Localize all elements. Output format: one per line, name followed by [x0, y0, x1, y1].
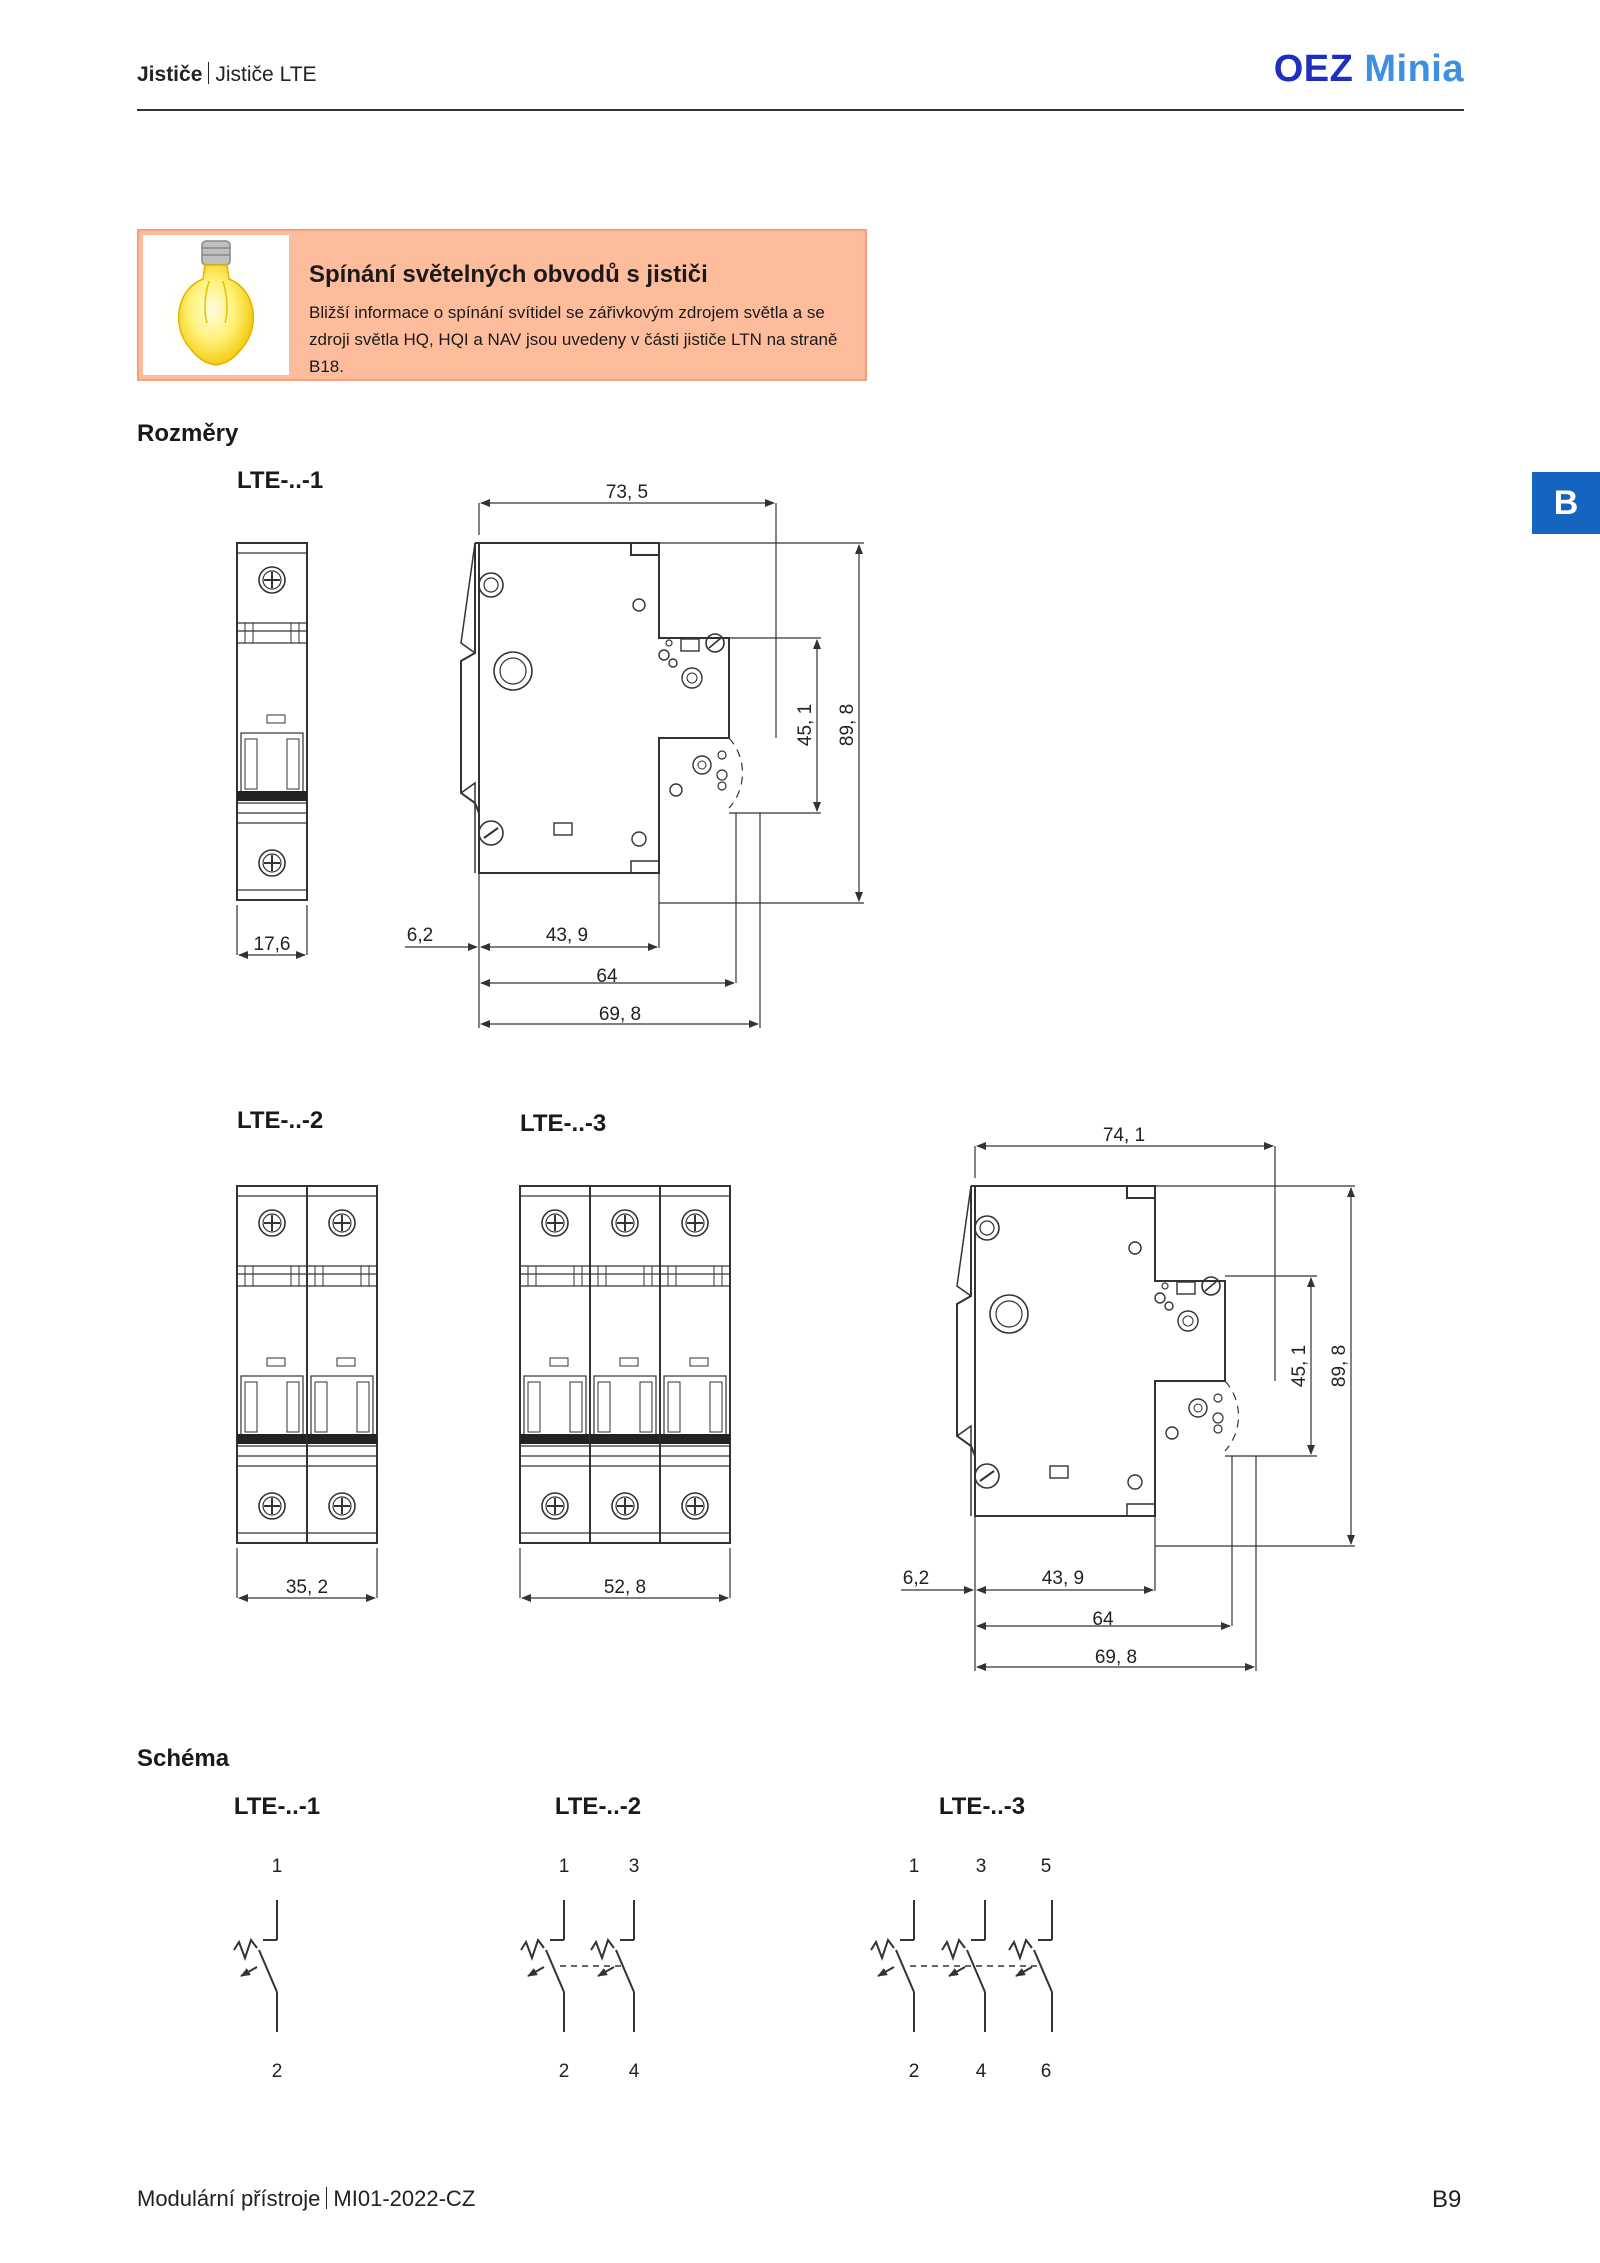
lte1-front-drawing [237, 543, 307, 959]
lte2-label: LTE-..-2 [237, 1107, 324, 1134]
info-note: Spínání světelných obvodů s jističi Bliž… [137, 229, 867, 381]
note-title: Spínání světelných obvodů s jističi [309, 261, 708, 288]
side1-offset-dim: 6,2 [407, 925, 433, 946]
terminal-number: 2 [559, 2061, 570, 2082]
breadcrumb: Jističe Jističe LTE [137, 62, 317, 87]
schema-lte3-label: LTE-..-3 [939, 1793, 1025, 1820]
lte3-label: LTE-..-3 [520, 1110, 607, 1137]
side1-d2-dim: 64 [596, 966, 618, 987]
side1-d3-dim: 69, 8 [599, 1004, 641, 1025]
footer-code: MI01-2022-CZ [333, 2186, 476, 2211]
side3-d3-dim: 69, 8 [1095, 1647, 1137, 1668]
terminal-number: 5 [1041, 1856, 1052, 1877]
page-number: B9 [1432, 2186, 1462, 2213]
side3-d2-dim: 64 [1092, 1609, 1114, 1630]
note-text: Bližší informace o spínání svítidel se z… [309, 303, 838, 376]
light-bulb-icon [143, 235, 289, 379]
terminal-number: 1 [559, 1856, 570, 1877]
lte3-width-dim: 52, 8 [604, 1577, 646, 1598]
terminal-number: 3 [976, 1856, 987, 1877]
brand-secondary: Minia [1364, 48, 1464, 90]
side3-inner-height-dim: 45, 1 [1289, 1345, 1310, 1387]
terminal-number: 1 [272, 1856, 283, 1877]
schema-lte2-label: LTE-..-2 [555, 1793, 641, 1820]
brand-primary: OEZ [1273, 48, 1354, 90]
schema-lte1-label: LTE-..-1 [234, 1793, 320, 1820]
lte2-width-dim: 35, 2 [286, 1577, 328, 1598]
terminal-number: 4 [629, 2061, 640, 2082]
dimensions-title: Rozměry [137, 420, 239, 447]
terminal-number: 6 [1041, 2061, 1052, 2082]
terminal-number: 2 [272, 2061, 283, 2082]
side1-top-width-dim: 73, 5 [606, 482, 648, 503]
side1-d1-dim: 43, 9 [546, 925, 588, 946]
header-rule [137, 109, 1464, 111]
terminal-number: 1 [909, 1856, 920, 1877]
breadcrumb-section: Jističe [137, 63, 203, 86]
side-view-1-drawing [405, 499, 864, 1028]
terminal-number: 4 [976, 2061, 987, 2082]
side-view-3-drawing [901, 1142, 1355, 1671]
schema-symbols [233, 1900, 1053, 2032]
schema-title: Schéma [137, 1745, 230, 1772]
terminal-number: 2 [909, 2061, 920, 2082]
side1-inner-height-dim: 45, 1 [795, 704, 816, 746]
footer-separator [326, 2187, 328, 2209]
side3-total-height-dim: 89, 8 [1329, 1345, 1350, 1387]
terminal-number: 3 [629, 1856, 640, 1877]
section-tab: B [1532, 472, 1600, 534]
lte3-front-drawing [520, 1186, 730, 1602]
side3-d1-dim: 43, 9 [1042, 1568, 1084, 1589]
footer-publication: Modulární přístroje MI01-2022-CZ [137, 2186, 475, 2212]
side3-top-width-dim: 74, 1 [1103, 1125, 1145, 1146]
lte1-label: LTE-..-1 [237, 467, 324, 494]
breadcrumb-subsection: Jističe LTE [215, 63, 317, 86]
lte2-front-drawing [237, 1186, 377, 1602]
side1-total-height-dim: 89, 8 [837, 704, 858, 746]
lte1-width-dim: 17,6 [254, 934, 291, 955]
breadcrumb-separator [208, 62, 210, 84]
brand-logo: OEZ Minia [1274, 48, 1464, 91]
side3-offset-dim: 6,2 [903, 1568, 929, 1589]
footer-publication-title: Modulární přístroje [137, 2186, 321, 2211]
